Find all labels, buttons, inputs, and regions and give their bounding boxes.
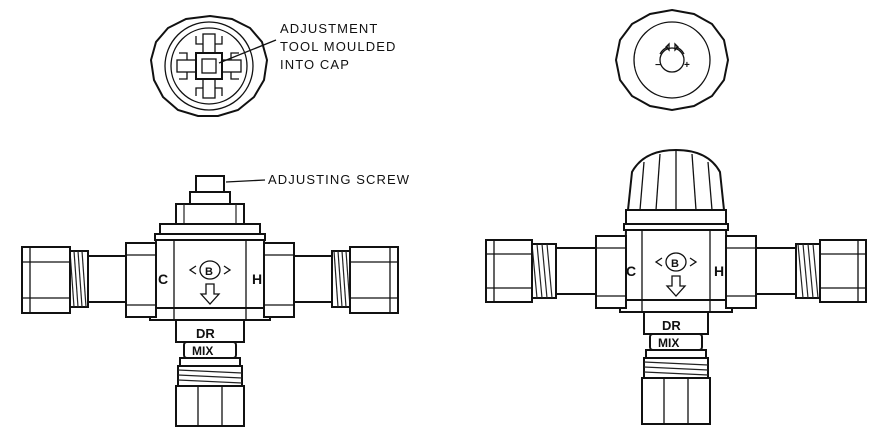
svg-text:B: B [671,258,679,270]
logo-icon-right: B [654,252,698,272]
bottom-thread-left [177,365,243,387]
callout-adjustment-line2: TOOL MOULDED [280,39,397,54]
bottom-thread-right [643,357,709,379]
down-arrow-icon [199,283,221,305]
down-arrow-icon-right [665,275,687,297]
cap-top-view: − + [614,8,730,112]
cold-mark-right: C [626,263,636,279]
adjusting-screw-callout: ADJUSTING SCREW [268,172,410,187]
left-thread [67,250,89,308]
model-mark-top: DR [196,326,215,341]
callout-adjusting-screw: ADJUSTING SCREW [268,172,410,187]
cap-minus-mark: − [655,60,661,71]
callout-adjustment-line3: INTO CAP [280,57,350,72]
hot-mark-right: H [714,263,724,279]
svg-text:B: B [205,266,213,278]
valve-with-cap: C H B DR MIX [485,148,867,425]
adjustment-tool-callout: ADJUSTMENT TOOL MOULDED INTO CAP [280,21,397,72]
model-mark-top-right: DR [662,318,681,333]
hot-mark: H [252,271,262,287]
model-mark-bottom-right: MIX [658,336,679,350]
right-valve-right-thread [795,243,823,299]
model-mark-bottom: MIX [192,344,213,358]
right-valve-left-thread [529,243,557,299]
cap-plus-mark: + [684,60,690,71]
callout-adjustment-line1: ADJUSTMENT [280,21,378,36]
cap-underside-view [149,14,277,117]
logo-icon: B [188,260,232,280]
cold-mark: C [158,271,168,287]
valve-without-cap: C H B DR MIX [21,175,399,427]
